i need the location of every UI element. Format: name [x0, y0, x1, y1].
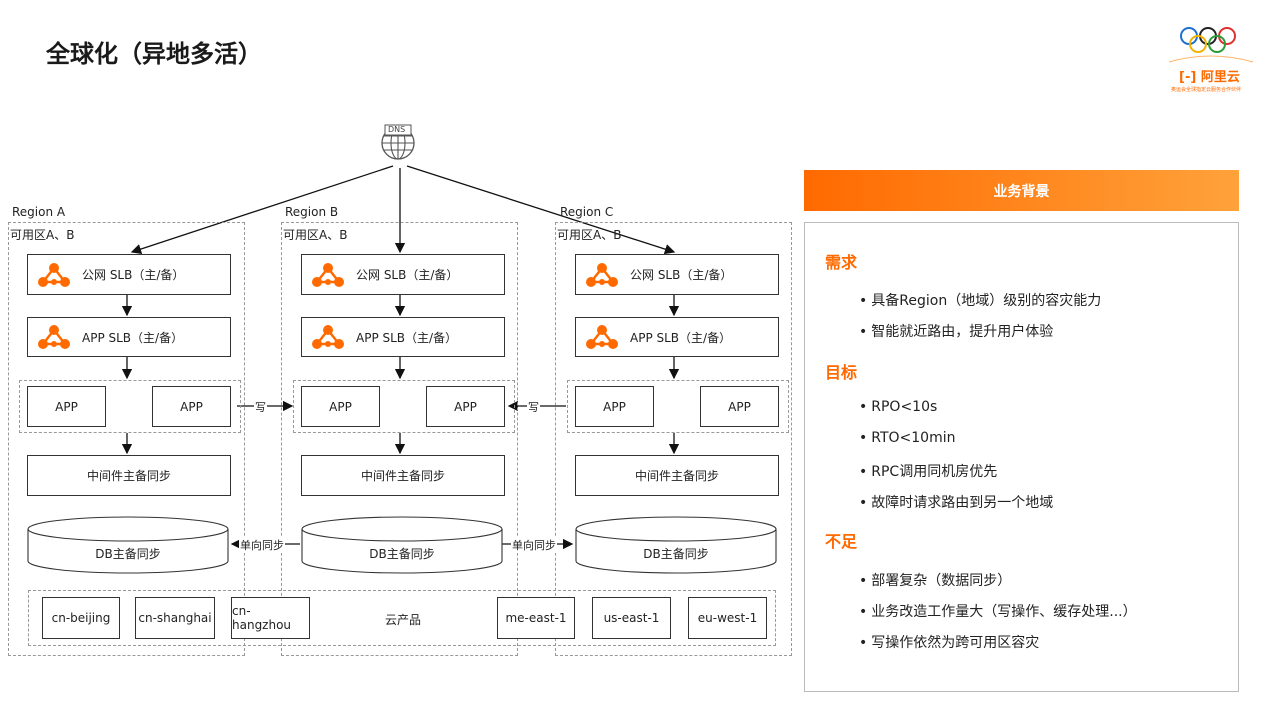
- dns-to-region-a-arrow: [130, 165, 394, 255]
- app-slb-label: APP SLB（主/备）: [630, 330, 732, 345]
- aliyun-bracket-icon: [-]: [1179, 70, 1197, 85]
- slb-icon: [586, 325, 618, 349]
- region-a-container: [8, 222, 245, 656]
- write-edge-label-cb: 写: [527, 399, 540, 415]
- sync-edge-label-ba: 单向同步: [239, 537, 285, 553]
- cloud-product-me-east-1: me-east-1: [497, 597, 575, 639]
- bullet-item: 智能就近路由，提升用户体验: [859, 321, 1053, 341]
- cloud-product-cn-shanghai: cn-shanghai: [135, 597, 215, 639]
- region-b-app-slb: APP SLB（主/备）: [301, 317, 505, 357]
- region-b-zone-label: 可用区A、B: [283, 228, 348, 242]
- region-a-app-2: APP: [152, 386, 231, 427]
- sync-edge-label-bc: 单向同步: [511, 537, 557, 553]
- slb-icon: [38, 262, 70, 287]
- db-label: DB主备同步: [643, 547, 709, 561]
- region-a-public-slb: 公网 SLB（主/备）: [27, 254, 231, 295]
- panel-header: 业务背景: [804, 170, 1239, 211]
- app-slb-label: APP SLB（主/备）: [356, 330, 458, 345]
- bullet-item: RPO<10s: [859, 399, 937, 415]
- database-cylinder-icon: [575, 516, 777, 574]
- brand-label: 阿里云: [1200, 70, 1240, 85]
- public-slb-label: 公网 SLB（主/备）: [356, 268, 459, 282]
- slb-icon: [312, 325, 344, 349]
- slb-icon: [38, 325, 70, 349]
- brand-tagline: 奥运会全球指定云服务合作伙伴: [1171, 87, 1242, 93]
- slb-icon: [312, 262, 344, 287]
- region-c-zone-label: 可用区A、B: [557, 228, 622, 242]
- region-c-app-group: [567, 380, 789, 433]
- db-label: DB主备同步: [95, 547, 161, 561]
- region-a-zone-label: 可用区A、B: [10, 228, 75, 242]
- region-b-app-group: [293, 380, 515, 433]
- cloud-product-cn-hangzhou: cn-hangzhou: [231, 597, 310, 639]
- app-slb-label: APP SLB（主/备）: [82, 330, 184, 345]
- bullet-item: 具备Region（地域）级别的容灾能力: [859, 290, 1101, 310]
- region-b-app-2: APP: [426, 386, 505, 427]
- db-label: DB主备同步: [369, 547, 435, 561]
- region-b-db: DB主备同步: [301, 516, 503, 574]
- cloud-product-cn-beijing: cn-beijing: [42, 597, 120, 639]
- region-a-app-slb: APP SLB（主/备）: [27, 317, 231, 357]
- cloud-products-container: [28, 590, 776, 646]
- region-a-db: DB主备同步: [27, 516, 229, 574]
- region-a-app-1: APP: [27, 386, 106, 427]
- panel-body: 需求 具备Region（地域）级别的容灾能力 智能就近路由，提升用户体验 目标 …: [804, 222, 1239, 692]
- region-a-middleware: 中间件主备同步: [27, 455, 231, 496]
- region-b-middleware: 中间件主备同步: [301, 455, 505, 496]
- bullet-item: 部署复杂（数据同步）: [859, 570, 1011, 590]
- region-c-label: Region C: [560, 205, 614, 219]
- section-heading-requirements: 需求: [825, 253, 858, 272]
- region-b-label: Region B: [285, 205, 339, 219]
- cloud-products-label: 云产品: [385, 613, 422, 627]
- cloud-product-us-east-1: us-east-1: [592, 597, 671, 639]
- region-c-public-slb: 公网 SLB（主/备）: [575, 254, 779, 295]
- cloud-product-eu-west-1: eu-west-1: [688, 597, 767, 639]
- region-a-app-group: [19, 380, 241, 433]
- page-title: 全球化（异地多活）: [46, 40, 262, 68]
- bullet-item: RTO<10min: [859, 430, 955, 446]
- dns-to-region-c-arrow: [406, 165, 676, 255]
- write-edge-label-ab: 写: [254, 399, 267, 415]
- bullet-item: 业务改造工作量大（写操作、缓存处理...）: [859, 601, 1136, 621]
- region-b-public-slb: 公网 SLB（主/备）: [301, 254, 505, 295]
- globe-icon: [381, 124, 415, 160]
- database-cylinder-icon: [27, 516, 229, 574]
- region-b-app-1: APP: [301, 386, 380, 427]
- dns-label: DNS: [388, 125, 406, 134]
- bullet-item: RPC调用同机房优先: [859, 461, 997, 481]
- section-heading-goals: 目标: [825, 363, 858, 382]
- database-cylinder-icon: [301, 516, 503, 574]
- region-c-app-2: APP: [700, 386, 779, 427]
- slb-icon: [586, 262, 618, 287]
- bullet-item: 写操作依然为跨可用区容灾: [859, 632, 1039, 652]
- region-c-app-1: APP: [575, 386, 654, 427]
- public-slb-label: 公网 SLB（主/备）: [630, 268, 733, 282]
- dns-node: DNS: [378, 122, 418, 162]
- region-b-container: [281, 222, 518, 656]
- section-heading-shortcomings: 不足: [825, 532, 858, 551]
- aliyun-olympic-logo: [-] 阿里云 奥运会全球指定云服务合作伙伴: [1165, 22, 1257, 98]
- public-slb-label: 公网 SLB（主/备）: [82, 268, 185, 282]
- olympic-rings-icon: [1168, 27, 1254, 63]
- region-c-middleware: 中间件主备同步: [575, 455, 779, 496]
- region-a-label: Region A: [12, 205, 66, 219]
- region-c-container: [555, 222, 792, 656]
- region-c-app-slb: APP SLB（主/备）: [575, 317, 779, 357]
- bullet-item: 故障时请求路由到另一个地域: [859, 492, 1053, 512]
- region-c-db: DB主备同步: [575, 516, 777, 574]
- brand-name: [-] 阿里云: [1179, 66, 1240, 85]
